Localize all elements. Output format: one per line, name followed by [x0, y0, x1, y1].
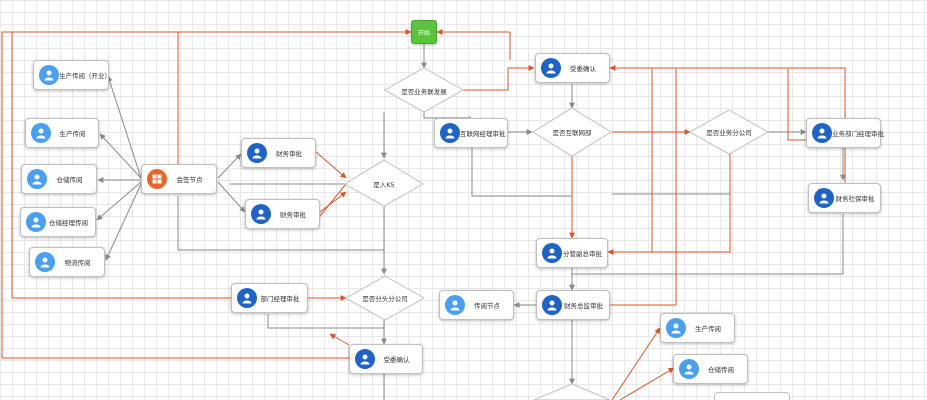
grid-icon: [147, 169, 167, 189]
node-biz-dept-mgr-review[interactable]: 业务部门经理审批: [806, 118, 884, 148]
person-icon: [542, 243, 562, 263]
edge-bottom-to-product-right: [611, 327, 661, 400]
node-label: 物流传阅: [64, 259, 91, 267]
edge-fingm-loop: [610, 68, 677, 306]
node-product-right[interactable]: 生产传阅: [660, 313, 735, 343]
edge-merge-to-finance-1: [217, 153, 242, 179]
person-icon: [27, 169, 47, 189]
node-label: 生产传阅（开业）: [59, 72, 111, 80]
person-icon: [35, 252, 55, 272]
edge-branch-to-record: [329, 333, 350, 346]
node-merge[interactable]: 会签节点: [141, 164, 217, 194]
person-icon: [812, 123, 832, 143]
person-icon: [440, 123, 460, 143]
edge-bizsub-to-fingm: [612, 148, 731, 195]
node-label: 生产传阅: [59, 130, 86, 138]
node-product-ph[interactable]: 生产传阅（开业）: [33, 60, 111, 90]
edge-k5-to-finance: [319, 183, 347, 217]
edge-finance2-to-k5: [319, 191, 347, 213]
node-label: 会签节点: [176, 176, 203, 184]
node-product[interactable]: 生产传阅: [25, 118, 99, 148]
node-logistics[interactable]: 物流传阅: [29, 247, 105, 277]
decision-is-biz-sub-label: 是否业务分公司: [706, 129, 752, 137]
node-label: 财务总监审批: [564, 302, 603, 310]
edge-dept-loop: [609, 65, 806, 141]
node-warehouse-right[interactable]: 仓储传阅: [673, 354, 748, 384]
node-finance-review-2[interactable]: 财务审批: [245, 199, 320, 229]
node-internet-mgr-review[interactable]: 互联网经理审批: [434, 118, 508, 148]
node-label: 财务审批: [276, 150, 302, 158]
decision-is-internet-dept[interactable]: [532, 107, 612, 157]
person-icon: [26, 212, 46, 232]
decision-is-internet-dept-label: 是否互联网部: [552, 129, 592, 137]
node-label: 仓储经理传阅: [49, 219, 88, 227]
node-label: 生产传阅: [695, 325, 721, 333]
node-partial-bottom[interactable]: [714, 392, 790, 400]
node-label: 受委确认: [383, 356, 410, 364]
node-record-confirm-bottom[interactable]: 受委确认: [349, 344, 423, 374]
node-finance-review-1[interactable]: 财务审批: [241, 138, 316, 168]
node-sub-exec-review[interactable]: 分管副总审批: [536, 238, 608, 268]
person-icon: [355, 349, 375, 369]
edge-dept-mgr-down: [267, 314, 384, 329]
person-icon: [247, 143, 267, 163]
node-read-node[interactable]: 传阅节点: [439, 290, 514, 320]
edge-merge-to-logistics: [105, 183, 142, 261]
edge-finance1-to-k5: [315, 151, 347, 179]
person-icon: [445, 295, 465, 315]
node-finance-hr-review[interactable]: 财务社保审批: [808, 183, 881, 213]
edge-bizsub-to-subexec: [607, 148, 731, 255]
person-icon: [541, 58, 561, 78]
node-label: 财务审批: [280, 211, 306, 219]
node-label: 互联网经理审批: [460, 130, 506, 138]
person-icon: [666, 318, 686, 338]
node-label: 部门经理审批: [260, 295, 300, 303]
person-icon: [542, 295, 562, 315]
edge-merge-down: [177, 196, 384, 251]
node-label: 业务部门经理审批: [832, 130, 884, 138]
edge-merge-to-product: [99, 133, 142, 179]
person-icon: [679, 359, 699, 379]
node-label: 仓储传阅: [56, 176, 83, 184]
decision-bottom[interactable]: [533, 383, 611, 400]
edge-merge-to-finance-2: [217, 181, 246, 213]
decision-amount-k5-label: 是入K5: [373, 181, 395, 189]
edge-loop-left-2: [1, 31, 12, 358]
edge-biz-dev-right: [462, 65, 535, 91]
decision-is-branch[interactable]: [344, 275, 426, 321]
node-dept-mgr-review[interactable]: 部门经理审批: [231, 283, 308, 313]
person-icon: [814, 188, 834, 208]
decision-is-branch-label: 是否分头分公司: [362, 295, 408, 303]
node-label: 财务社保审批: [835, 195, 875, 203]
node-finance-gm-review[interactable]: 财务总监审批: [536, 290, 610, 320]
edge-merge-to-warehouse-mgr: [96, 181, 142, 221]
edge-bottom-to-warehouse-right: [619, 367, 675, 400]
node-label: 仓储传阅: [708, 366, 734, 374]
start-node[interactable]: 开始: [411, 20, 437, 44]
decision-amount-k5[interactable]: [344, 159, 424, 207]
node-record-confirm-top[interactable]: 受委确认: [535, 53, 610, 83]
decision-is-biz-dev[interactable]: [383, 67, 465, 113]
node-warehouse-mgr[interactable]: 仓储经理传阅: [20, 207, 96, 237]
edge-subexec-loop: [610, 68, 653, 253]
node-label: 受委确认: [570, 65, 596, 73]
person-icon: [237, 288, 257, 308]
node-label: 传阅节点: [474, 302, 500, 310]
edge-internet-dec-down: [471, 148, 572, 197]
person-icon: [31, 123, 51, 143]
person-icon: [39, 65, 59, 85]
start-label: 开始: [417, 29, 430, 37]
decision-is-biz-dev-label: 是否业务联发展: [401, 88, 447, 96]
node-label: 分管副总审批: [563, 250, 602, 258]
node-warehouse[interactable]: 仓储传阅: [21, 164, 97, 194]
decision-is-biz-sub[interactable]: [688, 109, 770, 155]
edge-merge-to-product-ph: [106, 75, 142, 179]
person-icon: [251, 204, 271, 224]
